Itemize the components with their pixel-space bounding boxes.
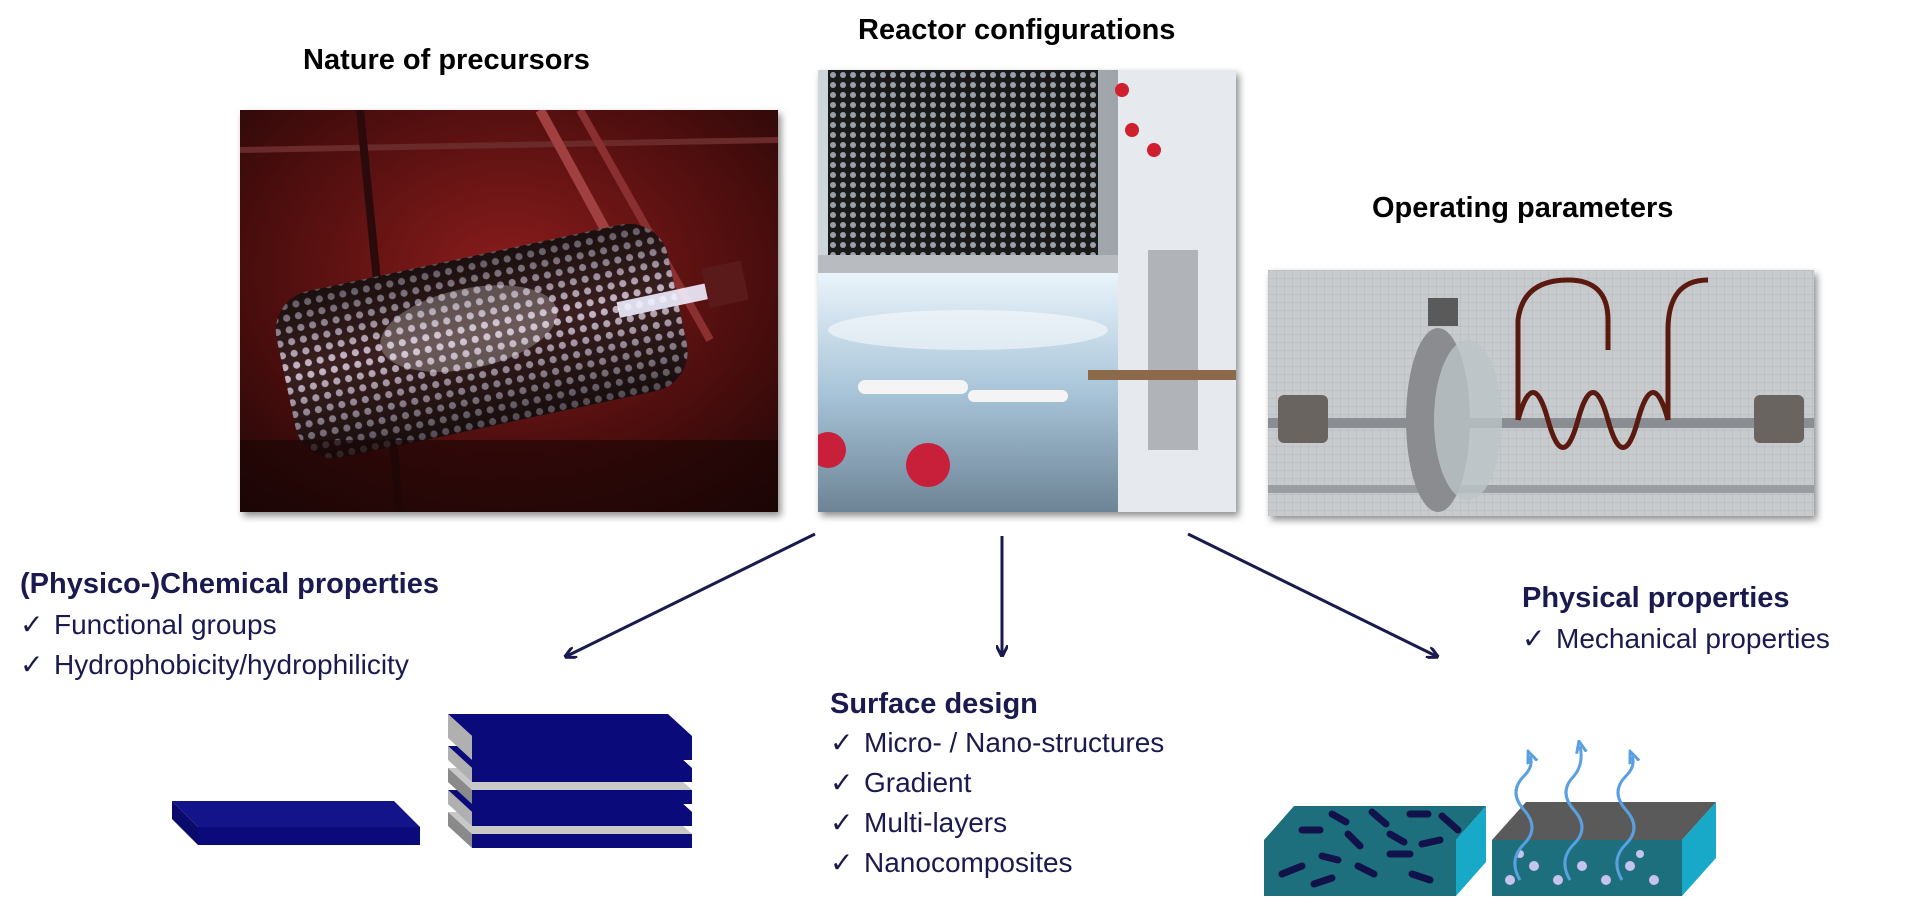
physical-list: ✓Mechanical properties [1522,619,1830,659]
surface-title: Surface design [830,688,1038,720]
chemical-list: ✓Functional groups ✓Hydrophobicity/hydro… [20,605,439,685]
precursors-photo [240,110,778,512]
list-item: ✓Hydrophobicity/hydrophilicity [20,645,439,685]
arrow-to-chemical [567,532,816,656]
physical-title: Physical properties [1522,582,1790,614]
list-item: ✓Gradient [830,763,1164,803]
list-item: ✓Nanocomposites [830,843,1164,883]
check-icon: ✓ [830,847,854,878]
arrow-to-physical [1187,532,1436,656]
nanocomposite-illustration [1264,806,1486,896]
check-icon: ✓ [20,649,44,680]
barrier-illustration [1492,740,1716,896]
check-icon: ✓ [830,807,854,838]
list-item: ✓Functional groups [20,605,439,645]
single-layer-illustration [172,801,420,845]
check-icon: ✓ [830,767,854,798]
chemical-title: (Physico-)Chemical properties [20,568,439,600]
multilayer-illustration [448,714,692,848]
reactor-photo [818,70,1236,512]
surface-block: Surface design ✓Micro- / Nano-structures… [830,688,1164,883]
physical-block: Physical properties ✓Mechanical properti… [1522,582,1830,659]
check-icon: ✓ [20,609,44,640]
surface-list: ✓Micro- / Nano-structures ✓Gradient ✓Mul… [830,723,1164,883]
heading-precursors: Nature of precursors [303,44,590,76]
list-item: ✓Mechanical properties [1522,619,1830,659]
heading-reactor: Reactor configurations [858,14,1176,46]
heading-operating: Operating parameters [1372,192,1674,224]
check-icon: ✓ [1522,623,1546,654]
list-item: ✓Multi-layers [830,803,1164,843]
chemical-block: (Physico-)Chemical properties ✓Functiona… [20,568,439,685]
list-item: ✓Micro- / Nano-structures [830,723,1164,763]
check-icon: ✓ [830,727,854,758]
operating-photo [1268,270,1814,516]
